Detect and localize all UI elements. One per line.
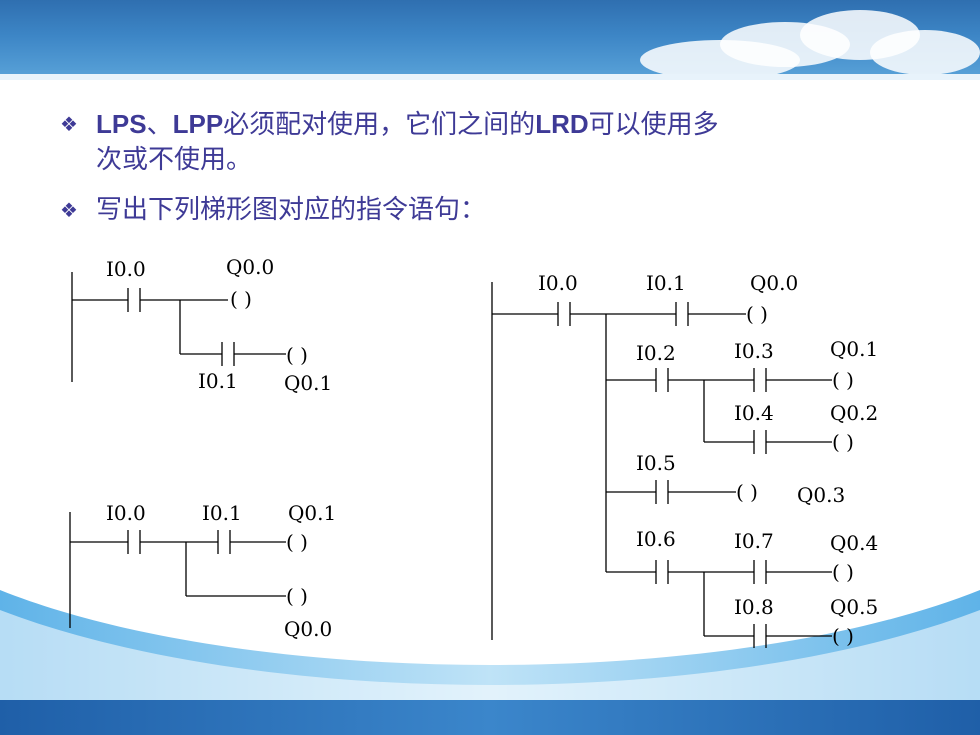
- contact-label: I0.0: [106, 501, 146, 525]
- coil-symbol: ( ): [832, 368, 854, 392]
- coil-symbol: ( ): [286, 530, 308, 554]
- coil-symbol: ( ): [286, 343, 308, 367]
- coil-label: Q0.1: [830, 337, 878, 361]
- contact-label: I0.8: [734, 595, 774, 619]
- coil-symbol: ( ): [832, 430, 854, 454]
- contact-label: I0.6: [636, 527, 676, 551]
- bullet-diamond-icon: ❖: [60, 198, 78, 222]
- coil-label: Q0.2: [830, 401, 878, 425]
- ladder-diagram-2: I0.0 I0.1 Q0.1 ( ) ( ) Q0.0: [69, 501, 336, 641]
- cloud-decoration: [870, 30, 980, 75]
- contact-label: I0.0: [106, 257, 146, 281]
- coil-label: Q0.0: [750, 271, 798, 295]
- coil-symbol: ( ): [746, 302, 768, 326]
- coil-symbol: ( ): [832, 560, 854, 584]
- bullet-line-2: 次或不使用。: [96, 145, 253, 175]
- contact-label: I0.1: [202, 501, 242, 525]
- contact-label: I0.1: [646, 271, 686, 295]
- contact-label: I0.7: [734, 529, 774, 553]
- footer-band: [0, 700, 980, 735]
- contact-label: I0.3: [734, 339, 774, 363]
- coil-label: Q0.0: [226, 255, 274, 279]
- ladder-diagram-3: I0.0 I0.1 Q0.0 ( ) I0.2 I0.3 Q0.1 ( ) I0…: [491, 271, 878, 648]
- coil-label: Q0.0: [284, 617, 332, 641]
- contact-label: I0.1: [198, 369, 238, 393]
- coil-label: Q0.5: [830, 595, 878, 619]
- contact-label: I0.5: [636, 451, 676, 475]
- coil-symbol: ( ): [736, 480, 758, 504]
- bullet-diamond-icon: ❖: [60, 112, 78, 136]
- coil-symbol: ( ): [230, 287, 252, 311]
- coil-symbol: ( ): [832, 624, 854, 648]
- coil-label: Q0.3: [797, 483, 845, 507]
- contact-label: I0.4: [734, 401, 774, 425]
- bullet-text: 写出下列梯形图对应的指令语句：: [96, 195, 487, 225]
- contact-label: I0.0: [538, 271, 578, 295]
- coil-symbol: ( ): [286, 584, 308, 608]
- bullet-line-1: LPS、LPP必须配对使用，它们之间的LRD可以使用多: [96, 109, 719, 140]
- header-sky-banner: [0, 0, 980, 80]
- contact-label: I0.2: [636, 341, 676, 365]
- header-divider: [0, 74, 980, 80]
- coil-label: Q0.1: [284, 371, 332, 395]
- coil-label: Q0.1: [288, 501, 336, 525]
- coil-label: Q0.4: [830, 531, 878, 555]
- ladder-diagram-1: I0.0 Q0.0 ( ) ( ) I0.1 Q0.1: [71, 255, 332, 395]
